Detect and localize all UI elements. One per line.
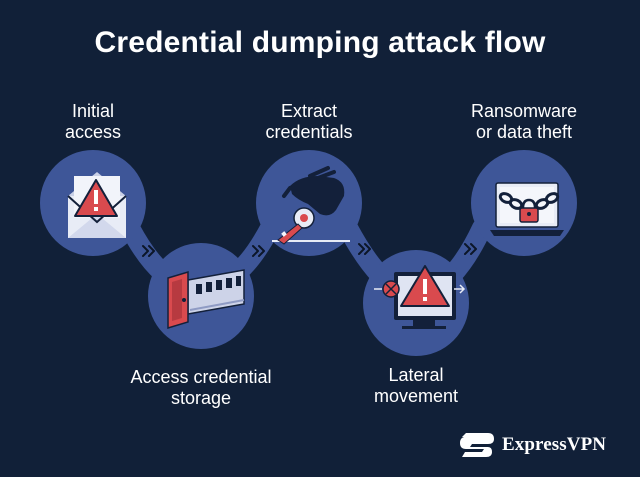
arrow-icon <box>464 243 477 255</box>
warning-envelope-icon <box>67 172 127 238</box>
step-label-lateral: Lateral movement <box>373 365 459 406</box>
connector-3-4 <box>338 218 390 285</box>
arrow-icon <box>252 245 265 257</box>
arrow-icon <box>358 243 371 255</box>
brand-name: ExpressVPN <box>502 434 607 455</box>
arrow-icon <box>142 245 155 257</box>
chained-laptop-icon <box>490 182 564 236</box>
expressvpn-logo-icon <box>460 433 494 457</box>
diagram-title: Credential dumping attack flow <box>94 26 546 59</box>
step-label-initial-access: Initial access <box>64 101 122 142</box>
memory-module-icon <box>167 269 245 330</box>
brand-logo: ExpressVPN <box>458 428 606 462</box>
gloved-hand-key-icon <box>272 166 350 245</box>
step-label-extract: Extract credentials <box>265 101 353 142</box>
step-label-access-storage: Access credential storage <box>130 367 272 408</box>
warning-monitor-icon <box>374 265 466 329</box>
step-label-ransomware: Ransomware or data theft <box>470 101 578 142</box>
flow-arrows <box>142 243 477 257</box>
